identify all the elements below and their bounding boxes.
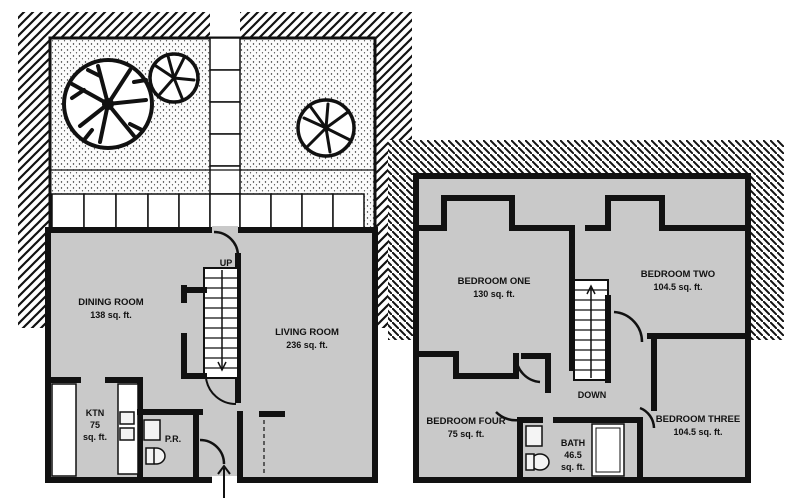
stair-down-label: DOWN <box>578 390 607 400</box>
tree-small-right <box>296 98 356 158</box>
stair-down <box>573 279 609 381</box>
dining-room-label: DINING ROOM <box>78 297 144 308</box>
kitchen-area-unit: sq. ft. <box>83 432 107 442</box>
bedroom-two-label: BEDROOM TWO <box>641 269 715 280</box>
first-floor <box>45 226 378 498</box>
bedroom-one-area: 130 sq. ft. <box>473 289 515 299</box>
tree-small-left <box>148 52 200 104</box>
kitchen-label: KTN <box>86 408 105 418</box>
second-floor <box>413 173 751 483</box>
bath-area: 46.5 <box>564 450 582 460</box>
second-floor-labels: BEDROOM ONE 130 sq. ft. BEDROOM TWO 104.… <box>426 269 740 472</box>
first-floor-labels: UP DINING ROOM 138 sq. ft. LIVING ROOM 2… <box>78 258 339 444</box>
stair-up <box>203 267 239 406</box>
kitchen-area: 75 <box>90 420 100 430</box>
stair-up-label: UP <box>220 258 233 268</box>
bath-label: BATH <box>561 438 585 448</box>
bedroom-one-label: BEDROOM ONE <box>458 276 531 287</box>
tree-large <box>62 58 154 150</box>
dining-room-area: 138 sq. ft. <box>90 310 132 320</box>
bedroom-three-area: 104.5 sq. ft. <box>673 427 722 437</box>
powder-room-label: P.R. <box>165 434 181 444</box>
bath-area-unit: sq. ft. <box>561 462 585 472</box>
bedroom-four-area: 75 sq. ft. <box>448 429 485 439</box>
bedroom-three-label: BEDROOM THREE <box>656 414 740 425</box>
living-room-area: 236 sq. ft. <box>286 340 328 350</box>
bedroom-two-area: 104.5 sq. ft. <box>653 282 702 292</box>
bedroom-four-label: BEDROOM FOUR <box>426 416 505 427</box>
living-room-label: LIVING ROOM <box>275 327 339 338</box>
